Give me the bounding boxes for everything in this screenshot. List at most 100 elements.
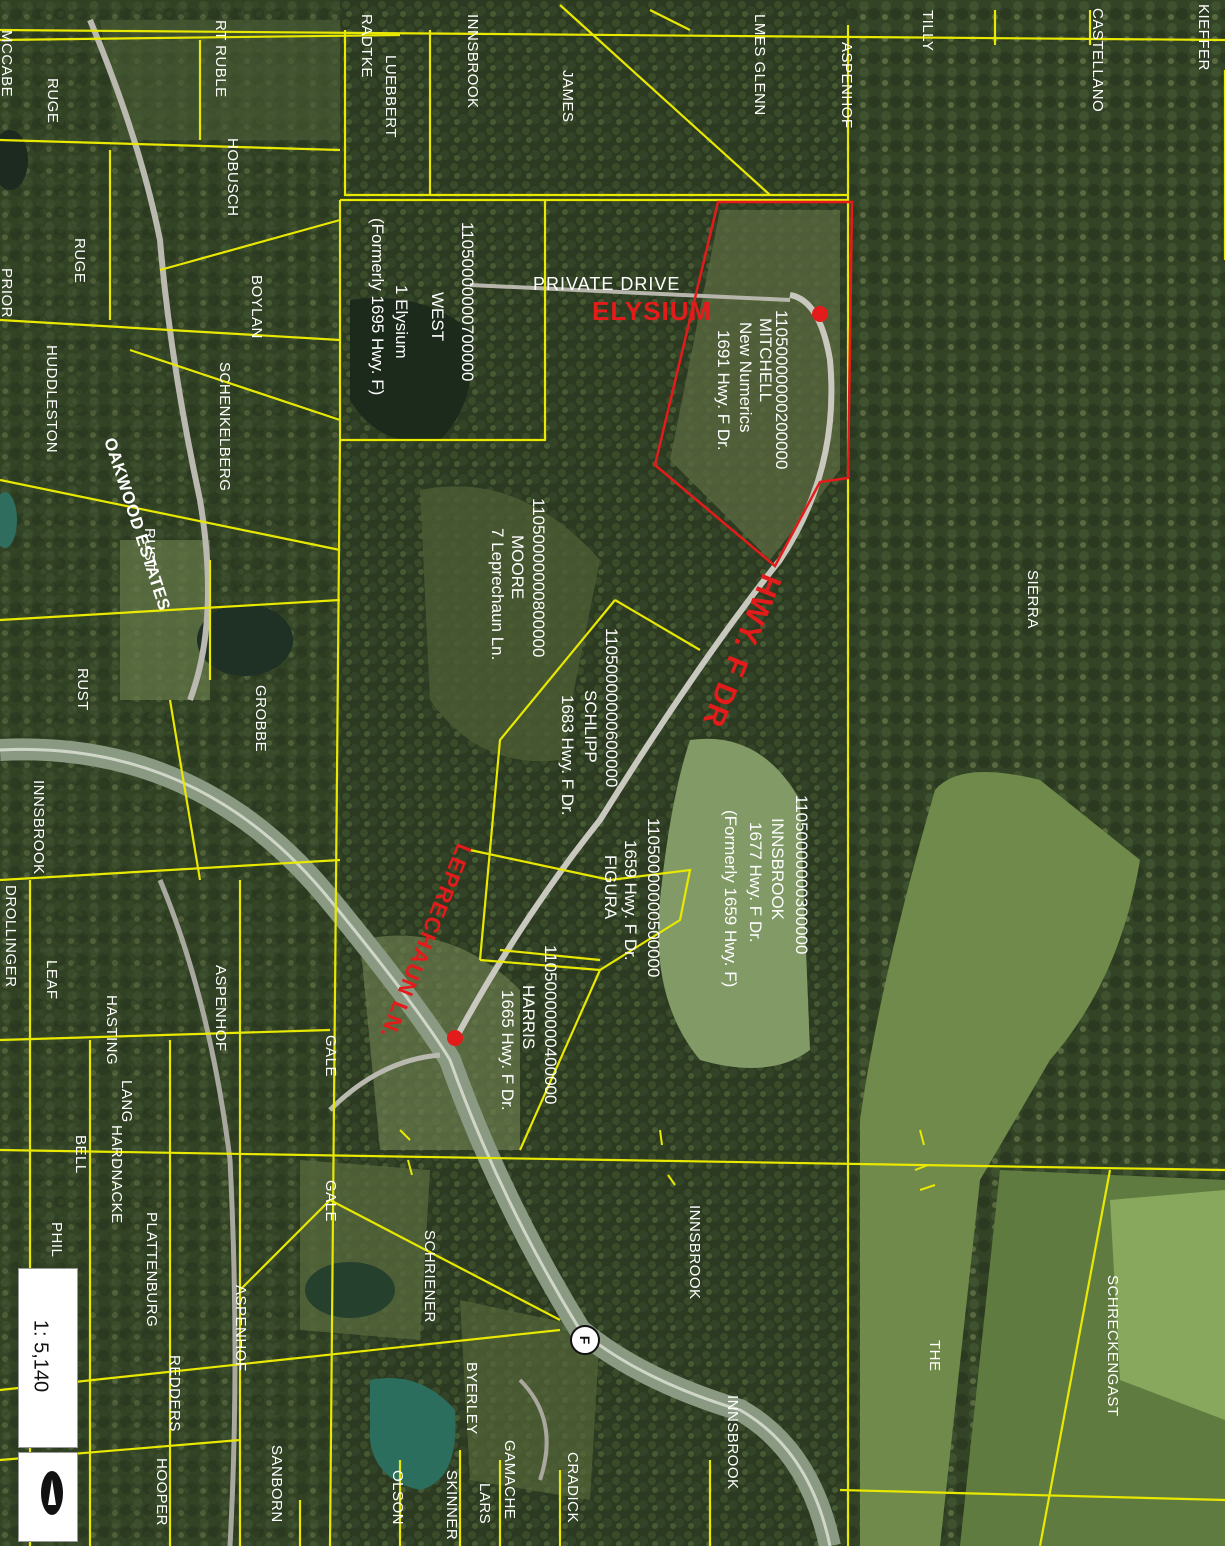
label-radtke: RADTKE (358, 14, 375, 78)
clearing-bottom (460, 1300, 600, 1500)
label-aspenhof-top: ASPENHOF (838, 42, 855, 129)
parcel-mitchell-owner: MITCHELL (756, 318, 775, 402)
road-hwy-f-dr (452, 292, 835, 1042)
parcel-mitchell-addr2: 1691 Hwy. F Dr. (714, 330, 733, 451)
label-mccabe: MCCABE (0, 30, 15, 97)
label-innsbrook-bottom: INNSBROOK (724, 1395, 741, 1490)
pond-gale (305, 1262, 395, 1318)
parcel-innsbrook-addr2: (Formerly 1659 Hwy. F) (721, 810, 740, 987)
label-prior: PRIOR (0, 268, 15, 318)
highway-f-centerline (0, 747, 832, 1546)
clearing-left (100, 20, 340, 140)
parcel-west-owner: WEST (428, 292, 447, 341)
label-kieffer: KIEFFER (1195, 4, 1212, 71)
label-hardnacke: HARDNACKE (108, 1125, 125, 1224)
label-rust-1: RUST (141, 528, 158, 571)
parcel-harris-addr1: 1665 Hwy. F Dr. (498, 990, 517, 1111)
label-phil: PHIL (48, 1222, 65, 1257)
parcel-west-addr1: 1 Elysium (392, 285, 411, 359)
label-castellano: CASTELLANO (1089, 8, 1106, 112)
label-hasting: HASTING (103, 995, 120, 1065)
label-innsbrook-mid: INNSBROOK (686, 1205, 703, 1300)
label-hooper: HOOPER (153, 1458, 170, 1526)
label-sierra: SIERRA (1024, 570, 1041, 629)
label-aspenhof-left-2: ASPENHOF (232, 1285, 249, 1372)
road-leprechaun-spur (328, 1052, 441, 1112)
label-schreckengast: SCHRECKENGAST (1104, 1275, 1121, 1417)
label-gamache: GAMACHE (501, 1440, 518, 1519)
label-hobusch: HOBUSCH (224, 138, 241, 217)
field-schreckengast (1110, 1190, 1225, 1420)
highway-shield-f: F (570, 1325, 600, 1355)
svg-text:F: F (577, 1336, 593, 1345)
map-scale-box (18, 1268, 78, 1448)
label-leaf: LEAF (43, 960, 60, 1000)
label-ruble: RT RUBLE (212, 20, 229, 98)
label-olson: OLSON (389, 1470, 406, 1525)
label-ruge-2: RUGE (71, 238, 88, 283)
parcel-innsbrook-id: 11050000000300000 (792, 795, 811, 954)
label-schenkelberg: SCHENKELBERG (216, 362, 233, 491)
label-skinner: SKINNER (443, 1470, 460, 1540)
parcel-schlipp-addr1: 1683 Hwy. F Dr. (558, 695, 577, 816)
label-aspenhof-left: ASPENHOF (212, 965, 229, 1052)
parcel-figura-owner: FIGURA (601, 855, 620, 920)
label-drollinger: DROLLINGER (2, 885, 19, 988)
label-innsbrook-left: INNSBROOK (30, 780, 47, 875)
label-ruge-1: RUGE (44, 78, 61, 123)
parcel-innsbrook-addr1: 1677 Hwy. F Dr. (746, 822, 765, 943)
location-marker-elysium[interactable] (812, 306, 828, 322)
parcel-moore-addr1: 7 Leprechaun Ln. (488, 528, 507, 660)
location-marker-leprechaun[interactable] (447, 1030, 463, 1046)
label-gale-2: GALE (322, 1180, 339, 1222)
road-dash-marks (399, 1129, 936, 1191)
parcel-details: 11050000000700000 WEST 1 Elysium (Former… (368, 218, 811, 1111)
label-private-drive: PRIVATE DRIVE (533, 274, 680, 294)
label-rust-2: RUST (74, 668, 91, 711)
parcel-harris-owner: HARRIS (519, 985, 538, 1049)
parcel-figura-addr1: 1659 Hwy. F Dr. (621, 840, 640, 961)
parcel-moore-owner: MOORE (508, 535, 527, 599)
field-east (860, 772, 1140, 1546)
pond-left (0, 130, 28, 190)
label-redders: REDDERS (166, 1355, 183, 1432)
label-plattenburg: PLATTENBURG (143, 1212, 160, 1327)
map-scale: 1: 5,140 (29, 1319, 52, 1393)
parcel-west-id: 11050000000700000 (458, 222, 477, 381)
clearing-moore (420, 486, 600, 762)
label-boylan: BOYLAN (248, 275, 265, 339)
north-arrow-icon (41, 1471, 63, 1515)
road-oakwood (87, 18, 211, 702)
parcel-boundaries (0, 4, 1225, 1546)
label-schriener: SCHRIENER (421, 1230, 438, 1323)
label-elysium: ELYSIUM (592, 296, 712, 326)
label-byerley: BYERLEY (463, 1362, 480, 1435)
parcel-harris-id: 11050000000400000 (541, 945, 560, 1104)
clearing-rust (120, 540, 210, 700)
road-driveway (518, 1378, 549, 1481)
parcel-innsbrook-owner: INNSBROOK (768, 818, 787, 921)
parcel-schlipp-id: 11050000000600000 (602, 628, 621, 787)
label-cradick: CRADICK (564, 1452, 581, 1523)
label-tilly: TILLY (919, 10, 936, 51)
label-huddleston: HUDDLESTON (43, 345, 60, 453)
parcel-labels: MCCABE RUGE RUGE PRIOR HUDDLESTON OAKWOO… (0, 4, 1212, 1540)
north-arrow-box (18, 1452, 78, 1542)
label-james: JAMES (559, 70, 576, 123)
label-bell: BELL (72, 1135, 89, 1174)
label-the: THE (926, 1340, 943, 1372)
pond-olson (370, 1378, 456, 1490)
north-arrow-pointer (48, 1479, 56, 1505)
pond-left-2 (0, 492, 17, 548)
parcel-figura-id: 11050000000500000 (644, 818, 663, 977)
label-lmes-glenn: LMES GLENN (751, 14, 768, 116)
label-luebbert: LUEBBERT (382, 55, 399, 138)
label-lars: LARS (476, 1483, 493, 1524)
pond-grobbe (197, 604, 293, 676)
parcel-schlipp-owner: SCHLIPP (581, 690, 600, 763)
label-gale-1: GALE (322, 1035, 339, 1077)
road-bottom-left (157, 879, 238, 1546)
parcel-mitchell-id: 11050000000200000 (772, 310, 791, 469)
parcel-mitchell-addr1: New Numerics (736, 322, 755, 433)
